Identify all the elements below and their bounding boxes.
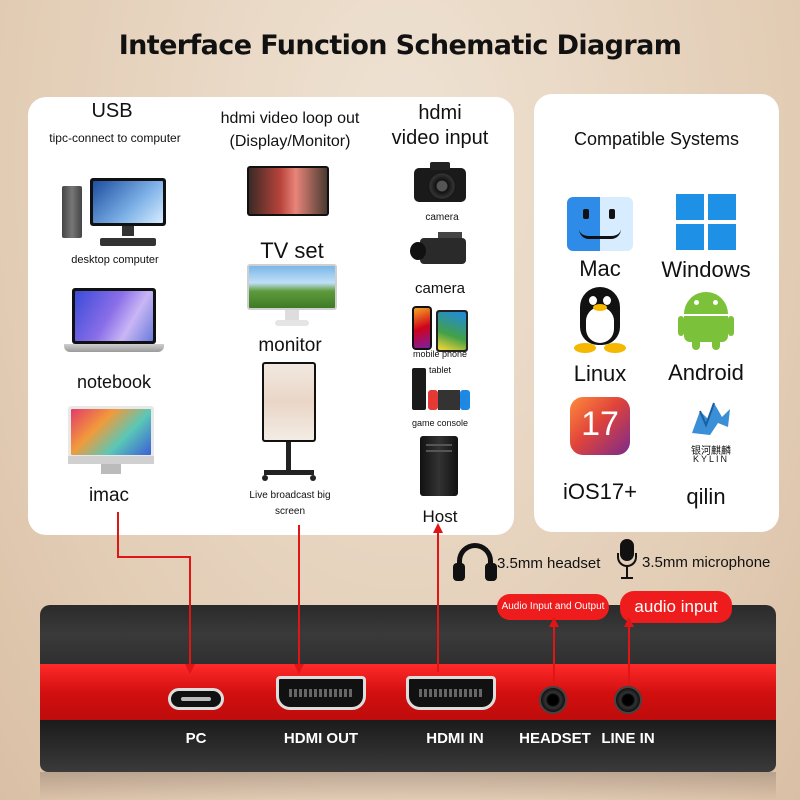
phone-tablet-image [410,306,470,354]
camcorder-image [410,232,468,270]
game-console-image [406,368,474,414]
usb-subheading: tipc-connect to computer [49,131,181,145]
android-icon [678,290,734,350]
host-label: Host [422,507,458,526]
hdmi-out-subheading: (Display/Monitor) [229,133,351,150]
hdmi-out-port [276,676,366,710]
headset-label: 3.5mm headset [497,555,601,572]
hdmi-in-subheading: video input [391,127,489,149]
tv-label: TV set [260,238,324,263]
mac-finder-icon [567,197,633,251]
desktop-computer-label: desktop computer [71,254,159,266]
notebook-image [64,288,164,358]
monitor-label: monitor [258,335,322,356]
compatible-systems-heading: Compatible Systems [573,129,740,149]
game-console-label: game console [411,418,469,428]
headset-jack [539,686,567,714]
usb-c-port [168,688,224,710]
tv-image [247,166,329,222]
port-label-hdmi-in: HDMI IN [426,730,484,747]
audio-io-badge: Audio Input and Output [497,594,609,620]
page-title: Interface Function Schematic Diagram [118,30,682,61]
compatible-systems-panel [534,94,779,532]
headset-icon [453,543,497,581]
mac-label: Mac [579,256,621,281]
windows-label: Windows [661,257,751,282]
imac-image [68,406,154,476]
notebook-label: notebook [76,372,152,392]
ios17-icon: 17 [570,397,630,455]
live-broadcast-label-line1: Live broadcast big [249,490,331,501]
capture-device-bottom [40,720,776,772]
live-broadcast-label-line2: screen [274,506,305,517]
linux-label: Linux [573,361,627,386]
port-label-headset: HEADSET [519,730,591,747]
camcorder-label: camera [414,280,466,297]
hdmi-out-heading: hdmi video loop out [220,110,360,127]
mobile-phone-label: mobile phone [412,349,468,359]
dslr-camera-label: camera [425,212,459,223]
tablet-label: tablet [428,365,452,375]
microphone-label: 3.5mm microphone [642,554,771,571]
kylin-en-text: KYLIN [692,454,729,464]
imac-label: imac [88,485,130,506]
ios17-badge-text: 17 [581,405,619,443]
desktop-computer-image [60,178,170,258]
monitor-image [247,264,337,330]
microphone-icon [617,539,637,583]
ios17-label: iOS17+ [563,479,637,504]
port-label-line-in: LINE IN [601,730,655,747]
hdmi-in-heading: hdmi [418,102,462,124]
port-label-pc: PC [185,730,207,747]
audio-input-badge: audio input [620,591,732,623]
dslr-camera-image [414,160,466,204]
hdmi-in-port [406,676,496,710]
usb-heading: USB [91,100,133,122]
kylin-icon [684,397,738,441]
windows-icon [676,194,736,250]
qilin-label: qilin [686,484,726,509]
linux-tux-icon [572,287,628,357]
device-reflection [40,772,776,800]
port-label-hdmi-out: HDMI OUT [283,730,359,747]
live-broadcast-screen-image [258,362,320,486]
host-pc-image [420,436,458,500]
android-label: Android [668,360,744,385]
line-in-jack [614,686,642,714]
kylin-cn-text: 银河麒麟 [691,446,731,457]
